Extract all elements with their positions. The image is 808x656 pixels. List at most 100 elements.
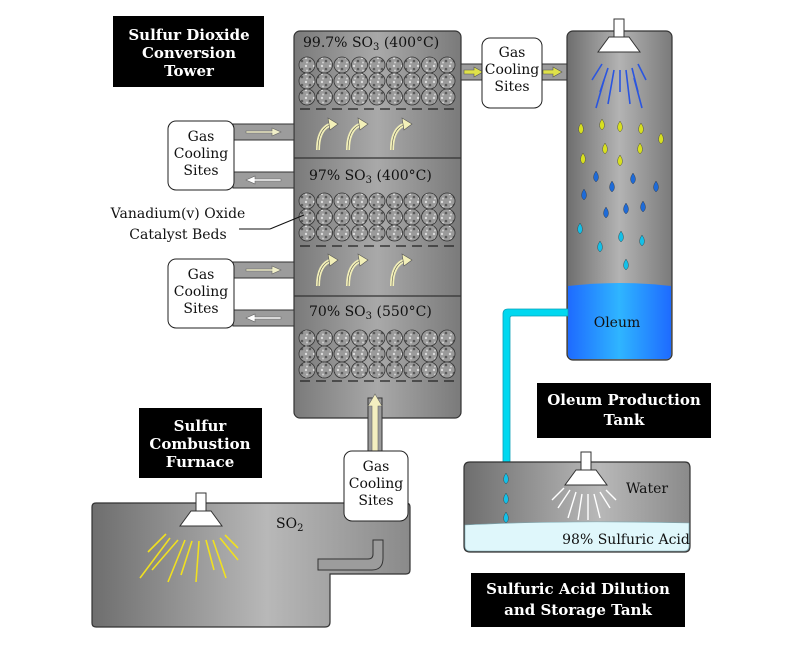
spray-line [591, 63, 603, 81]
catalyst-pellet [403, 88, 421, 106]
sulfur-spray-line [205, 539, 215, 571]
catalyst-pellet [316, 192, 333, 210]
catalyst-pellet [298, 345, 316, 363]
svg-text:Cooling: Cooling [485, 62, 540, 78]
gas-flow-arrows [316, 117, 413, 287]
svg-text:and Storage Tank: and Storage Tank [504, 601, 652, 619]
catalyst-pellet [368, 72, 386, 90]
catalyst-pellet [438, 208, 456, 226]
catalyst-pellet [368, 224, 386, 242]
droplet [658, 132, 664, 145]
catalyst-pellet [316, 72, 333, 90]
svg-text:Cooling: Cooling [349, 476, 404, 492]
catalyst-pellet [298, 361, 316, 379]
oleum-label: Oleum [594, 315, 641, 331]
gas-flow-arrowhead [401, 253, 413, 267]
catalyst-pellet [351, 192, 368, 210]
sulfur-spray-line [180, 540, 193, 576]
droplet [623, 258, 629, 271]
catalyst-pellet [386, 329, 403, 347]
sulfur-spray-line [147, 533, 167, 553]
catalyst-pellet [316, 361, 333, 379]
catalyst-pellet [421, 224, 438, 242]
gas-cooling-sites-upper-left: Gas Cooling Sites [167, 120, 235, 191]
svg-text:Sulfuric Acid Dilution: Sulfuric Acid Dilution [486, 580, 670, 598]
catalyst-pellet [316, 88, 333, 106]
oleum-spray-nozzle [597, 18, 641, 53]
catalyst-pellet [421, 88, 438, 106]
stage-label-bottom: 70% SO3 (550°C) [309, 304, 432, 322]
water-spray-line [557, 489, 571, 509]
water-spray-line [605, 489, 617, 501]
catalyst-pellet [316, 345, 333, 363]
droplet [603, 206, 609, 219]
catalyst-pellet [386, 361, 403, 379]
droplet [609, 180, 615, 193]
gas-cooling-sites-bottom: Gas Cooling Sites [343, 450, 409, 522]
svg-text:Combustion: Combustion [149, 435, 250, 453]
oleum-droplet [503, 492, 509, 505]
catalyst-pellet [368, 88, 386, 106]
catalyst-pellet [403, 361, 421, 379]
svg-text:Conversion: Conversion [142, 44, 236, 62]
water-spray-lines [591, 63, 647, 109]
svg-text:Cooling: Cooling [174, 284, 229, 300]
catalyst-pellet [386, 208, 403, 226]
oleum-droplets [503, 472, 509, 524]
catalyst-pellet [351, 345, 368, 363]
catalyst-pellet [351, 329, 368, 347]
droplet [602, 142, 608, 155]
svg-text:Catalyst Beds: Catalyst Beds [129, 227, 226, 243]
catalyst-beds [298, 56, 456, 379]
catalyst-pellet [438, 88, 456, 106]
catalyst-pellet [368, 192, 386, 210]
gas-cooling-sites-lower-left: Gas Cooling Sites [167, 258, 235, 329]
catalyst-pellet [333, 72, 351, 90]
stage-label-middle: 97% SO3 (400°C) [309, 168, 432, 186]
droplet [653, 180, 659, 193]
dilute-acid-liquid [464, 521, 690, 552]
droplet [638, 122, 644, 135]
catalyst-pellet [298, 208, 316, 226]
oleum-liquid [568, 283, 671, 359]
svg-text:Cooling: Cooling [174, 146, 229, 162]
catalyst-pellet [386, 345, 403, 363]
dilution-water-spray [551, 487, 617, 521]
droplet [578, 122, 584, 135]
combustion-furnace-title: Sulfur Combustion Furnace [139, 408, 262, 478]
droplet [618, 230, 624, 243]
svg-text:Oleum Production: Oleum Production [547, 391, 701, 409]
catalyst-pellet [351, 56, 368, 74]
sulfur-spray-line [224, 534, 239, 549]
sulfur-spray-line [139, 537, 171, 579]
left-cooling-pipes [232, 123, 295, 327]
droplet [639, 234, 645, 247]
sulfur-spray-line [195, 540, 200, 583]
catalyst-beds-label: Vanadium(v) Oxide Catalyst Beds [110, 206, 305, 243]
svg-text:Vanadium(v) Oxide: Vanadium(v) Oxide [110, 206, 246, 222]
furnace-gas-label: SO2 [276, 516, 303, 534]
catalyst-pellet [421, 208, 438, 226]
svg-text:Tower: Tower [164, 62, 215, 80]
droplet [577, 222, 583, 235]
tower-inlet-arrow [367, 393, 383, 456]
water-spray-line [577, 493, 583, 521]
svg-text:Gas: Gas [363, 459, 390, 475]
catalyst-pellet [316, 329, 333, 347]
catalyst-pellet [316, 224, 333, 242]
oleum-droplet [503, 472, 509, 485]
droplet [581, 188, 587, 201]
catalyst-pellet [298, 329, 316, 347]
catalyst-pellet [386, 192, 403, 210]
catalyst-pellet [403, 329, 421, 347]
svg-text:Gas: Gas [188, 267, 215, 283]
droplet [637, 142, 643, 155]
water-spray-line [599, 491, 611, 509]
svg-text:Tank: Tank [604, 411, 645, 429]
catalyst-pellet [386, 56, 403, 74]
catalyst-pellet [403, 208, 421, 226]
catalyst-pellet [386, 88, 403, 106]
droplet [580, 152, 586, 165]
catalyst-pellet [298, 72, 316, 90]
droplet [630, 172, 636, 185]
